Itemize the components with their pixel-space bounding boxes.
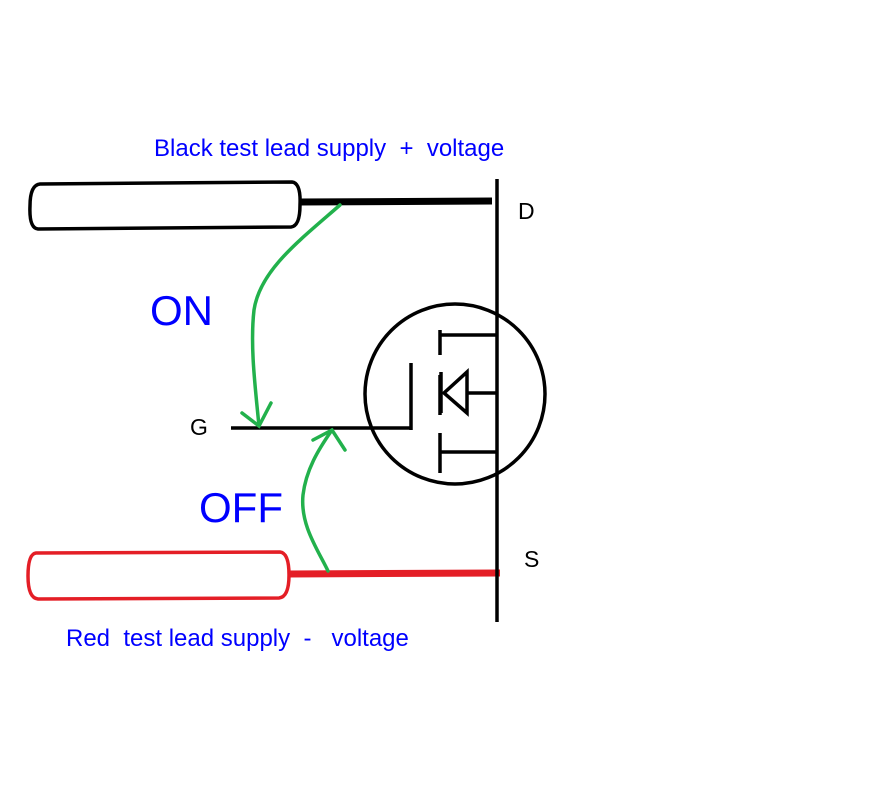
red-test-lead [26,550,501,601]
drain-label: D [518,198,535,224]
black-lead-wire [298,197,493,206]
off-arrowhead [311,427,347,452]
on-arrow [250,203,342,428]
off-arrow [300,428,334,573]
on-label: ON [150,287,213,334]
red-lead-caption: Red test lead supply - voltage [66,625,409,652]
source-label: S [524,546,540,572]
red-lead-probe-body [26,550,291,601]
gate-label: G [190,414,208,440]
red-lead-wire [287,569,501,578]
body-diode-triangle [441,368,469,417]
mosfet-body-circle [363,302,547,486]
black-lead-probe-body [28,180,302,231]
mosfet-symbol [231,179,547,622]
green-arrows [240,203,347,573]
black-lead-caption: Black test lead supply + voltage [154,135,505,162]
on-arrowhead [240,401,273,429]
black-test-lead [28,180,493,231]
off-label: OFF [199,484,283,531]
